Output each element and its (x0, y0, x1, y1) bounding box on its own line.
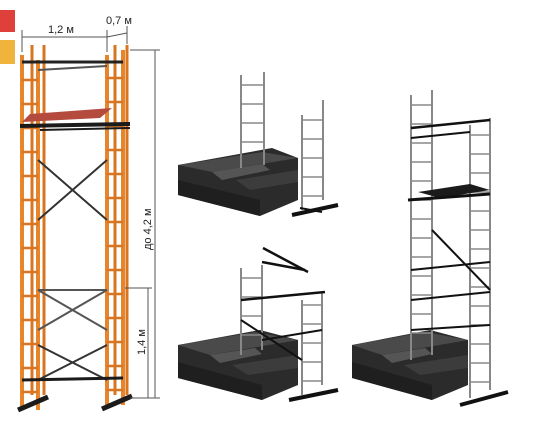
yellow-swatch (0, 40, 15, 64)
red-swatch (0, 10, 15, 32)
stair-scaffold-low (178, 72, 339, 217)
max-height-label: до 4,2 м (142, 208, 154, 250)
stair-scaffold-braced (178, 246, 339, 402)
dimension-lines (21, 26, 160, 399)
orange-scaffold-tower (17, 45, 133, 413)
width-label: 1,2 м (48, 24, 74, 36)
stair-scaffold-tall (352, 90, 509, 407)
depth-label: 0,7 м (106, 15, 132, 27)
min-height-label: 1,4 м (136, 329, 148, 355)
